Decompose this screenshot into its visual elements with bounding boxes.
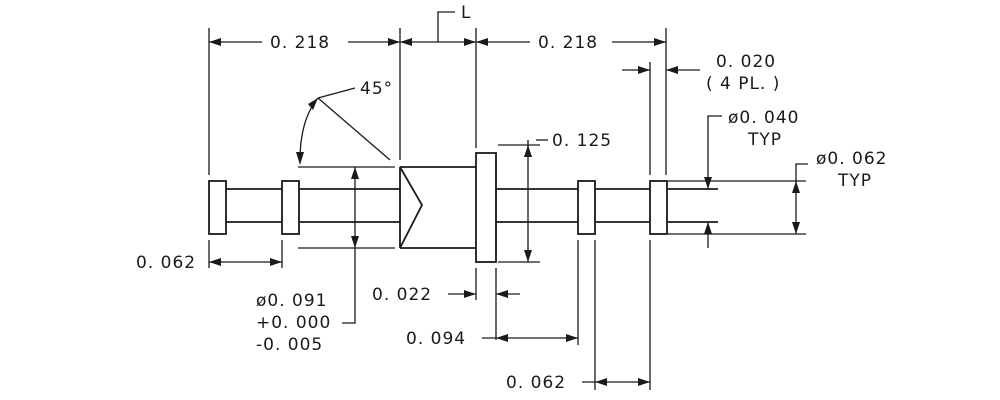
flange-to-groove-label: 0. 094 <box>406 329 466 349</box>
groove-width-label: 0. 020 <box>716 52 776 72</box>
flange <box>475 152 497 263</box>
shaft-diameter-typ-label: TYP <box>837 171 872 191</box>
body-diameter-dimension: ø0. 091 +0. 000 -0. 005 <box>256 167 359 355</box>
flange-to-groove-dimension: 0. 094 <box>406 329 578 349</box>
right-collar-2 <box>649 180 668 235</box>
left-collar-1 <box>208 180 227 235</box>
right-pitch-label: 0. 062 <box>506 373 566 393</box>
left-pitch-label: 0. 062 <box>136 253 196 273</box>
chamfer-angle-label: 45° <box>360 79 393 99</box>
groove-width-dimension: 0. 020 ( 4 PL. ) <box>622 52 780 94</box>
flange-width-label: 0. 022 <box>372 285 432 305</box>
datum-span-dimension <box>400 38 476 46</box>
datum-l-callout: L <box>437 3 471 42</box>
shaft-diameter-label: ø0. 062 <box>816 149 887 169</box>
body-diameter-label: ø0. 091 <box>256 291 327 311</box>
body-tolerance-plus-label: +0. 000 <box>256 313 331 333</box>
extension-lines <box>208 28 806 390</box>
right-width-label: 0. 218 <box>538 33 598 53</box>
left-width-label: 0. 218 <box>270 33 330 53</box>
groove-diameter-label: ø0. 040 <box>728 108 799 128</box>
datum-l-label: L <box>461 3 471 23</box>
body-tolerance-minus-label: -0. 005 <box>256 335 323 355</box>
right-collar-1 <box>577 180 596 235</box>
groove-count-label: ( 4 PL. ) <box>706 74 780 94</box>
left-width-dimension: 0. 218 <box>209 33 400 53</box>
groove-diameter-typ-label: TYP <box>747 130 782 150</box>
part-outline <box>208 152 718 263</box>
left-pitch-dimension: 0. 062 <box>136 253 282 273</box>
chamfer-section <box>399 166 476 249</box>
flange-thickness-dimension: 0. 125 <box>524 131 612 262</box>
flange-width-dimension: 0. 022 <box>372 285 520 305</box>
groove-diameter-dimension: ø0. 040 TYP <box>704 108 799 248</box>
right-width-dimension: 0. 218 <box>476 33 666 53</box>
left-collar-2 <box>281 180 300 235</box>
chamfer-angle-dimension: 45° <box>296 79 393 165</box>
flange-thickness-label: 0. 125 <box>552 131 612 151</box>
right-pitch-dimension: 0. 062 <box>506 373 650 393</box>
shaft-diameter-dimension: ø0. 062 TYP <box>792 149 887 234</box>
